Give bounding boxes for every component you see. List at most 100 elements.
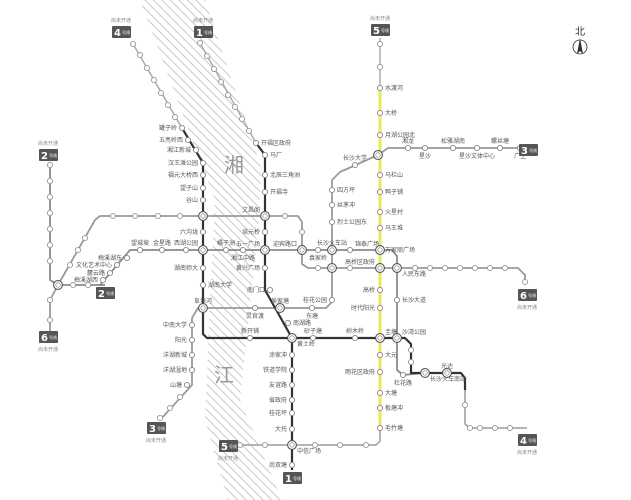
interchange-station[interactable] bbox=[297, 245, 307, 255]
station-marker[interactable] bbox=[81, 234, 89, 242]
station-label[interactable]: 橘子洲 bbox=[217, 239, 235, 247]
station-marker[interactable] bbox=[376, 424, 384, 432]
station-marker[interactable] bbox=[99, 276, 107, 284]
station-marker[interactable] bbox=[328, 186, 336, 194]
station-marker[interactable] bbox=[224, 91, 232, 99]
station-marker[interactable] bbox=[328, 218, 336, 226]
station-marker[interactable] bbox=[407, 358, 415, 366]
station-marker[interactable] bbox=[199, 281, 207, 289]
interchange-station[interactable] bbox=[275, 303, 285, 313]
station-label[interactable]: 麓云路 bbox=[87, 269, 105, 277]
station-marker[interactable] bbox=[471, 264, 479, 272]
station-label[interactable]: 大托 bbox=[275, 425, 287, 433]
station-label[interactable]: 东塘 bbox=[306, 312, 318, 320]
station-label[interactable]: 高桥区政府 bbox=[345, 258, 375, 266]
station-label[interactable]: 水渡河 bbox=[385, 84, 403, 92]
station-label[interactable]: 阜埠河 bbox=[194, 297, 212, 305]
station-label[interactable]: 南湖路 bbox=[293, 319, 311, 327]
station-marker[interactable] bbox=[166, 404, 174, 412]
station-label[interactable]: 侯家塘 bbox=[271, 297, 289, 305]
station-label[interactable]: 火星村 bbox=[385, 208, 403, 216]
station-label[interactable]: 涂家冲 bbox=[269, 351, 287, 359]
station-marker[interactable] bbox=[184, 136, 192, 144]
station-marker[interactable] bbox=[203, 52, 211, 60]
station-label[interactable]: 时代阳光 bbox=[351, 304, 375, 312]
station-marker[interactable] bbox=[143, 64, 151, 72]
station-label[interactable]: 袁家岭 bbox=[309, 254, 327, 262]
station-marker[interactable] bbox=[210, 65, 218, 73]
station-label[interactable]: 梅溪湖东 bbox=[98, 254, 122, 262]
station-label[interactable]: 湘江新城 bbox=[167, 146, 191, 154]
station-marker[interactable] bbox=[376, 63, 384, 71]
station-marker[interactable] bbox=[46, 177, 54, 185]
station-label[interactable]: 高桥 bbox=[363, 286, 375, 294]
station-marker[interactable] bbox=[376, 84, 384, 92]
station-marker[interactable] bbox=[252, 139, 260, 147]
station-marker[interactable] bbox=[351, 334, 359, 342]
station-label[interactable]: 中南大学 bbox=[163, 321, 187, 329]
station-label[interactable]: 梅溪湖西 bbox=[74, 276, 98, 284]
station-label[interactable]: 湖南大学 bbox=[208, 281, 232, 289]
station-label[interactable]: 黄兴广场 bbox=[236, 264, 260, 272]
station-label[interactable]: 罐子岭 bbox=[159, 124, 177, 132]
station-marker[interactable] bbox=[239, 246, 247, 254]
station-label[interactable]: 新开铺 bbox=[241, 327, 259, 335]
station-marker[interactable] bbox=[404, 144, 412, 152]
interchange-station[interactable] bbox=[327, 245, 337, 255]
station-marker[interactable] bbox=[66, 261, 74, 269]
station-marker[interactable] bbox=[288, 366, 296, 374]
station-marker[interactable] bbox=[486, 264, 494, 272]
station-label[interactable]: 大元 bbox=[385, 351, 397, 359]
station-label[interactable]: 长沙大道 bbox=[402, 296, 426, 304]
station-marker[interactable] bbox=[376, 131, 384, 139]
station-marker[interactable] bbox=[393, 296, 401, 304]
station-marker[interactable] bbox=[231, 103, 239, 111]
station-marker[interactable] bbox=[178, 124, 186, 132]
station-marker[interactable] bbox=[171, 113, 179, 121]
station-label[interactable]: 沙湾公园 bbox=[402, 328, 426, 336]
station-marker[interactable] bbox=[199, 228, 207, 236]
station-label[interactable]: 丝茅冲 bbox=[337, 201, 355, 209]
station-marker[interactable] bbox=[46, 257, 54, 265]
station-marker[interactable] bbox=[328, 296, 336, 304]
station-marker[interactable] bbox=[288, 461, 296, 469]
station-marker[interactable] bbox=[236, 441, 244, 449]
station-label[interactable]: 万家丽广场 bbox=[385, 246, 415, 254]
interchange-station[interactable] bbox=[420, 368, 430, 378]
station-label[interactable]: 月湖公园北 bbox=[385, 131, 415, 139]
station-label[interactable]: 山塘 bbox=[170, 381, 182, 389]
station-label[interactable]: 湖南师大 bbox=[174, 264, 198, 272]
station-marker[interactable] bbox=[84, 281, 92, 289]
station-marker[interactable] bbox=[284, 319, 292, 327]
station-marker[interactable] bbox=[376, 224, 384, 232]
station-marker[interactable] bbox=[199, 264, 207, 272]
station-label[interactable]: 福元大桥西 bbox=[168, 171, 198, 179]
station-label[interactable]: 湘江中路 bbox=[231, 254, 255, 262]
station-marker[interactable] bbox=[246, 334, 254, 342]
interchange-station[interactable] bbox=[287, 440, 297, 450]
station-marker[interactable] bbox=[376, 208, 384, 216]
station-marker[interactable] bbox=[46, 193, 54, 201]
station-label[interactable]: 尚双塘 bbox=[269, 461, 287, 469]
station-label[interactable]: 砂子塘 bbox=[304, 327, 322, 335]
station-marker[interactable] bbox=[176, 212, 184, 220]
station-label[interactable]: 省政府 bbox=[269, 396, 287, 404]
station-marker[interactable] bbox=[150, 76, 158, 84]
interchange-station[interactable] bbox=[198, 303, 208, 313]
station-label[interactable]: 烈士公园东 bbox=[337, 218, 367, 226]
station-marker[interactable] bbox=[113, 261, 121, 269]
station-label[interactable]: 中信广场 bbox=[297, 447, 321, 455]
station-marker[interactable] bbox=[456, 264, 464, 272]
station-marker[interactable] bbox=[238, 115, 246, 123]
station-label[interactable]: 板塘冲 bbox=[385, 404, 403, 412]
station-marker[interactable] bbox=[309, 334, 317, 342]
station-marker[interactable] bbox=[376, 404, 384, 412]
interchange-station[interactable] bbox=[260, 245, 270, 255]
station-marker[interactable] bbox=[473, 144, 481, 152]
